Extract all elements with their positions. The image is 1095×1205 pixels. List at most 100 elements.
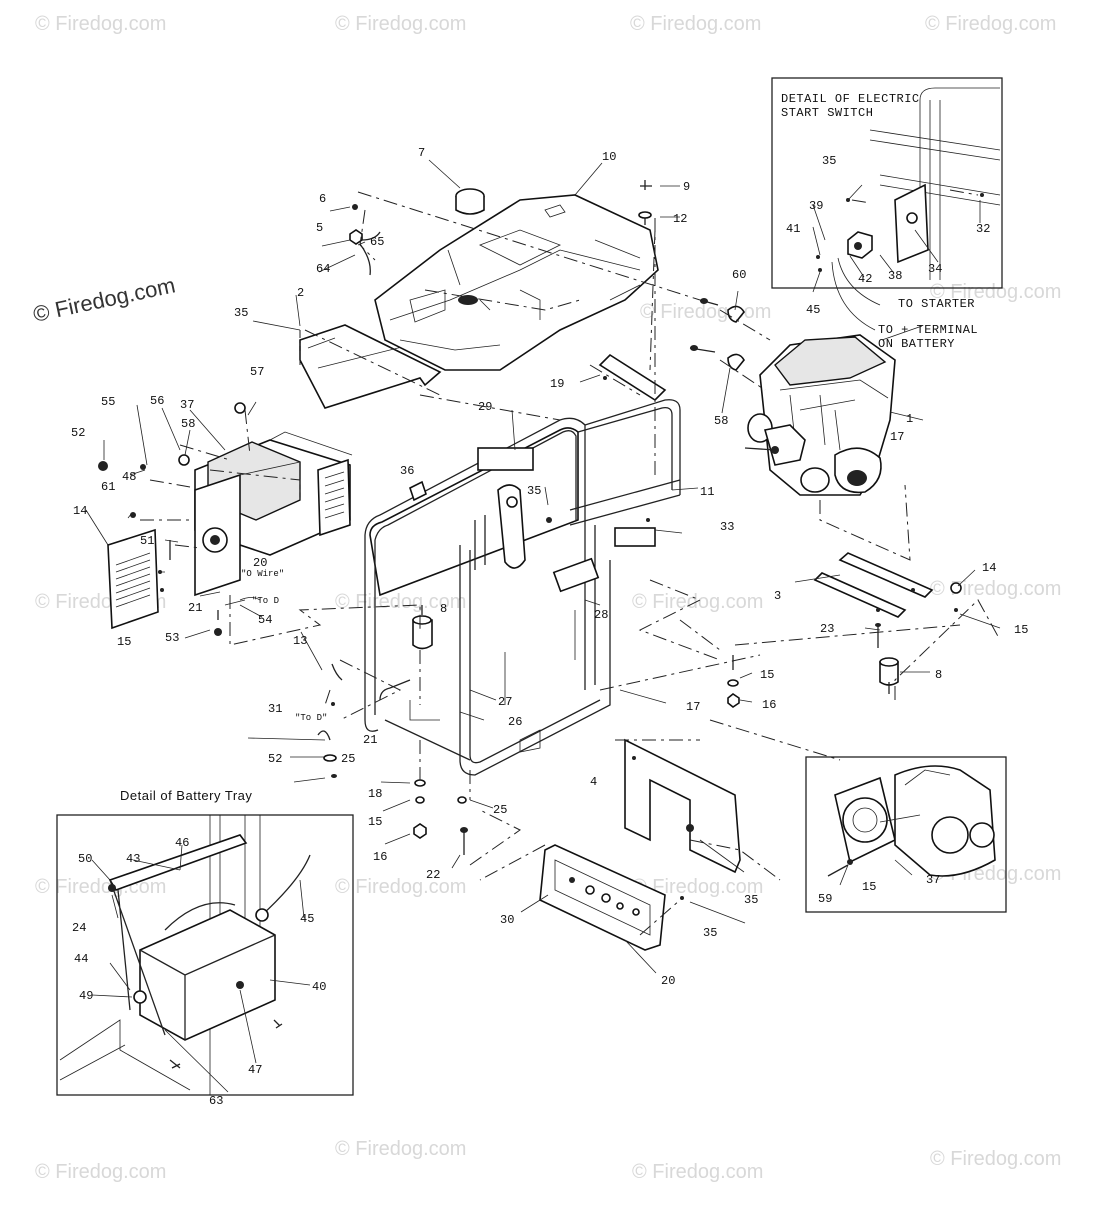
engine bbox=[744, 334, 896, 496]
part-label: 20 bbox=[253, 556, 267, 570]
part-label: 46 bbox=[175, 836, 189, 850]
vibration-mounts bbox=[412, 605, 899, 694]
top-panel bbox=[299, 324, 442, 409]
part-label: 47 bbox=[248, 1063, 262, 1077]
part-label: 25 bbox=[341, 752, 355, 766]
part-label: 8 bbox=[935, 668, 942, 682]
part-label: 45 bbox=[806, 303, 820, 317]
part-label: 17 bbox=[686, 700, 700, 714]
part-label: 41 bbox=[786, 222, 800, 236]
part-label: 45 bbox=[300, 912, 314, 926]
engine-bolts bbox=[689, 298, 745, 371]
part-label: 35 bbox=[822, 154, 836, 168]
watermark: © Firedog.com bbox=[925, 13, 1056, 35]
part-label: 6 bbox=[319, 192, 326, 206]
part-label: 32 bbox=[976, 222, 990, 236]
detail-title: START SWITCH bbox=[781, 106, 873, 120]
part-label: 28 bbox=[594, 608, 608, 622]
control-panel bbox=[539, 844, 684, 951]
part-label: 18 bbox=[368, 787, 382, 801]
part-label: 9 bbox=[683, 180, 690, 194]
part-label: 17 bbox=[890, 430, 904, 444]
flywheel-detail bbox=[805, 756, 1007, 913]
part-label: 15 bbox=[1014, 623, 1028, 637]
part-label: 4 bbox=[590, 775, 597, 789]
part-label: 12 bbox=[673, 212, 687, 226]
part-label: 37 bbox=[926, 873, 940, 887]
tube-frame bbox=[364, 399, 681, 776]
part-label: 1 bbox=[906, 412, 913, 426]
part-label: 15 bbox=[368, 815, 382, 829]
end-cover-plate bbox=[107, 528, 164, 630]
watermark: © Firedog.com bbox=[630, 13, 761, 35]
part-label: 5 bbox=[316, 221, 323, 235]
watermark: © Firedog.com bbox=[35, 13, 166, 35]
part-label: 19 bbox=[550, 377, 564, 391]
part-label: 16 bbox=[373, 850, 387, 864]
part-label: 25 bbox=[493, 803, 507, 817]
part-label: 14 bbox=[73, 504, 87, 518]
watermark: © Firedog.com bbox=[632, 591, 763, 613]
part-label: 60 bbox=[732, 268, 746, 282]
part-label: 53 bbox=[165, 631, 179, 645]
electric-start-detail bbox=[771, 77, 1003, 331]
part-label: 56 bbox=[150, 394, 164, 408]
part-label: 42 bbox=[858, 272, 872, 286]
part-label: 65 bbox=[370, 235, 384, 249]
part-label: 21 bbox=[188, 601, 202, 615]
part-label: 52 bbox=[71, 426, 85, 440]
part-label: 55 bbox=[101, 395, 115, 409]
watermark: © Firedog.com bbox=[930, 1148, 1061, 1170]
part-label: 57 bbox=[250, 365, 264, 379]
part-label: 52 bbox=[268, 752, 282, 766]
part-label: 27 bbox=[498, 695, 512, 709]
part-label: 40 bbox=[312, 980, 326, 994]
part-label: 15 bbox=[760, 668, 774, 682]
part-label: 58 bbox=[714, 414, 728, 428]
part-label: 30 bbox=[500, 913, 514, 927]
part-label: 26 bbox=[508, 715, 522, 729]
wire-note: "O Wire" bbox=[241, 569, 284, 579]
wire-note: "To D bbox=[252, 596, 279, 606]
part-label: 15 bbox=[862, 880, 876, 894]
part-label: 48 bbox=[122, 470, 136, 484]
wire-label-to-starter: TO STARTER bbox=[898, 297, 975, 311]
detail-title: DETAIL OF ELECTRIC bbox=[781, 92, 920, 106]
part-label: 43 bbox=[126, 852, 140, 866]
part-label: 39 bbox=[809, 199, 823, 213]
watermark: © Firedog.com bbox=[335, 1138, 466, 1160]
part-label: 36 bbox=[400, 464, 414, 478]
leader-lines bbox=[85, 159, 1001, 1093]
wire-label-to-terminal: ON BATTERY bbox=[878, 337, 955, 351]
part-label: 8 bbox=[440, 602, 447, 616]
part-label: 38 bbox=[888, 269, 902, 283]
part-label: 14 bbox=[982, 561, 996, 575]
watermark: © Firedog.com bbox=[930, 578, 1061, 600]
fuel-tank bbox=[374, 188, 659, 371]
part-label: 3 bbox=[774, 589, 781, 603]
watermark: © Firedog.com bbox=[640, 301, 771, 323]
part-label: 64 bbox=[316, 262, 330, 276]
part-label: 35 bbox=[527, 484, 541, 498]
part-label: 35 bbox=[234, 306, 248, 320]
part-label: 63 bbox=[209, 1094, 223, 1108]
part-label: 15 bbox=[117, 635, 131, 649]
watermark: © Firedog.com bbox=[335, 876, 466, 898]
part-label: 23 bbox=[820, 622, 834, 636]
part-label: 22 bbox=[426, 868, 440, 882]
watermark-main: © Firedog.com bbox=[31, 272, 178, 327]
part-label: 20 bbox=[661, 974, 675, 988]
part-label: 7 bbox=[418, 146, 425, 160]
part-label: 54 bbox=[258, 613, 272, 627]
part-label: 35 bbox=[744, 893, 758, 907]
part-label: 35 bbox=[703, 926, 717, 940]
alternator bbox=[98, 402, 353, 636]
battery-tray-detail bbox=[56, 814, 354, 1096]
watermark: © Firedog.com bbox=[335, 13, 466, 35]
part-label: 61 bbox=[101, 480, 115, 494]
control-panel-bracket bbox=[624, 738, 741, 874]
part-label: 13 bbox=[293, 634, 307, 648]
part-label: 50 bbox=[78, 852, 92, 866]
part-label: 58 bbox=[181, 417, 195, 431]
